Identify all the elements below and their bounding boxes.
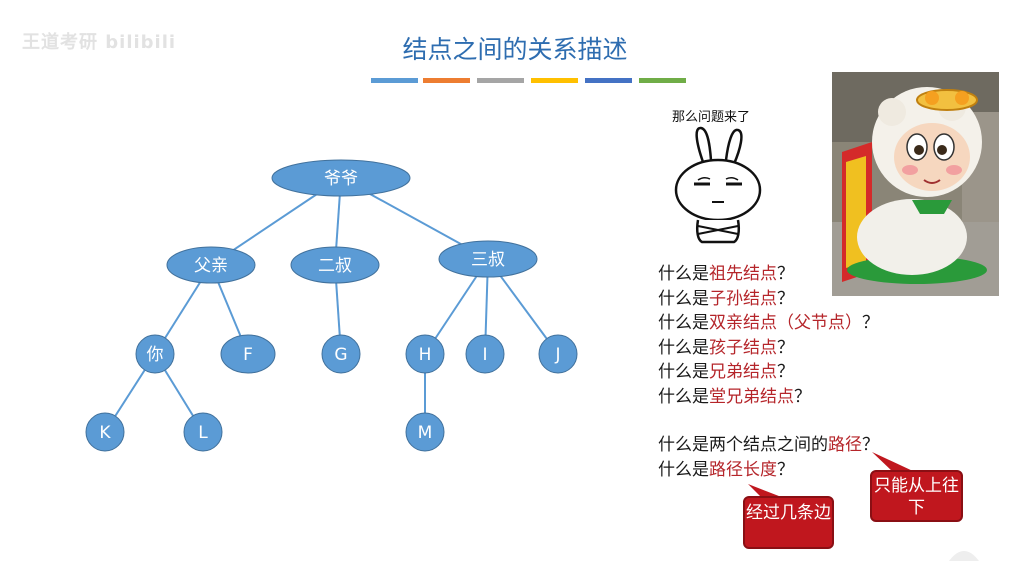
tree-node-uncle2: 二叔: [290, 246, 380, 284]
tree-node-shape: [405, 412, 445, 452]
tree-node-shape: [220, 334, 276, 374]
tree-node-label: 二叔: [318, 256, 352, 276]
question-suffix: ？: [777, 459, 794, 480]
tree-node-shape: [438, 240, 538, 278]
question-path: 什么是两个结点之间的路径？: [658, 433, 879, 458]
color-bar: [371, 78, 418, 83]
tree-node-shape: [183, 412, 223, 452]
tree-node-label: J: [554, 345, 560, 365]
question-parent: 什么是双亲结点（父节点）？: [658, 311, 879, 336]
tree-node-shape: [166, 246, 256, 284]
tree-node-label: F: [243, 345, 253, 365]
question-suffix: ？: [862, 435, 879, 455]
question-suffix: ？: [777, 288, 794, 309]
question-suffix: ？: [777, 362, 794, 382]
decoration-icon: [949, 551, 979, 561]
bunny-meme-icon: [674, 126, 762, 244]
question-term: 子孙结点: [709, 288, 777, 309]
tree-node-label: H: [419, 345, 432, 365]
question-term: 路径: [828, 435, 862, 455]
callout-edges-count: 经过几条边: [743, 496, 834, 549]
question-prefix: 什么是两个结点之间的: [658, 435, 828, 455]
color-bar: [423, 78, 470, 83]
color-bar: [531, 78, 578, 83]
question-prefix: 什么是: [658, 386, 709, 407]
question-list: 什么是祖先结点？ 什么是子孙结点？ 什么是双亲结点（父节点）？ 什么是孩子结点？…: [658, 262, 879, 482]
tree-node-shape: [538, 334, 578, 374]
question-suffix: ？: [862, 313, 879, 333]
question-prefix: 什么是: [658, 288, 709, 309]
tree-node-label: 你: [147, 345, 164, 365]
callout-top-down-only: 只能从上往下: [870, 470, 963, 522]
tree-node-J: J: [538, 334, 578, 374]
tree-node-label: M: [418, 423, 433, 443]
tree-node-shape: [135, 334, 175, 374]
tree-node-label: L: [198, 423, 208, 443]
tree-node-G: G: [321, 334, 361, 374]
tree-node-H: H: [405, 334, 445, 374]
tree-node-shape: [85, 412, 125, 452]
question-suffix: ？: [777, 264, 794, 284]
question-term: 兄弟结点: [709, 362, 777, 382]
meme-caption: 那么问题来了: [672, 110, 751, 125]
tree-node-I: I: [465, 334, 505, 374]
color-bar: [639, 78, 686, 83]
tree-node-you: 你: [135, 334, 175, 374]
tree-node-root: 爷爷: [271, 159, 411, 197]
question-term: 双亲结点（父节点）: [709, 313, 862, 333]
tree-node-shape: [271, 159, 411, 197]
callout-tail: [872, 452, 915, 472]
tree-node-father: 父亲: [166, 246, 256, 284]
question-term: 路径长度: [709, 459, 777, 480]
question-prefix: 什么是: [658, 459, 709, 480]
tree-node-label: 爷爷: [324, 169, 358, 189]
question-ancestor: 什么是祖先结点？: [658, 262, 879, 287]
tree-node-shape: [290, 246, 380, 284]
watermark: 王道考研 bilibili: [22, 32, 177, 53]
question-sibling: 什么是兄弟结点？: [658, 360, 879, 385]
question-suffix: ？: [777, 337, 794, 358]
tree-node-label: 父亲: [194, 256, 228, 276]
tree-node-label: 三叔: [471, 250, 505, 270]
question-term: 祖先结点: [709, 264, 777, 284]
question-suffix: ？: [794, 386, 811, 407]
question-term: 孩子结点: [709, 337, 777, 358]
tree-node-shape: [405, 334, 445, 374]
tree-node-label: I: [482, 345, 487, 365]
slide-title: 结点之间的关系描述: [402, 35, 628, 64]
tree-node-shape: [321, 334, 361, 374]
question-term: 堂兄弟结点: [709, 386, 794, 407]
color-bar: [477, 78, 524, 83]
tree-node-M: M: [405, 412, 445, 452]
pleasant-goat-ride-photo: [832, 72, 999, 296]
tree-node-F: F: [220, 334, 276, 374]
tree-node-label: G: [334, 345, 347, 365]
question-prefix: 什么是: [658, 362, 709, 382]
color-bar: [585, 78, 632, 83]
question-prefix: 什么是: [658, 337, 709, 358]
question-prefix: 什么是: [658, 313, 709, 333]
tree-node-uncle3: 三叔: [438, 240, 538, 278]
tree-node-K: K: [85, 412, 125, 452]
tree-node-label: K: [99, 423, 111, 443]
question-cousin: 什么是堂兄弟结点？: [658, 385, 879, 410]
question-descendant: 什么是子孙结点？: [658, 287, 879, 312]
tree-node-L: L: [183, 412, 223, 452]
question-prefix: 什么是: [658, 264, 709, 284]
question-path-length: 什么是路径长度？: [658, 458, 879, 483]
tree-node-shape: [465, 334, 505, 374]
question-child: 什么是孩子结点？: [658, 336, 879, 361]
callout-tail: [748, 484, 784, 498]
